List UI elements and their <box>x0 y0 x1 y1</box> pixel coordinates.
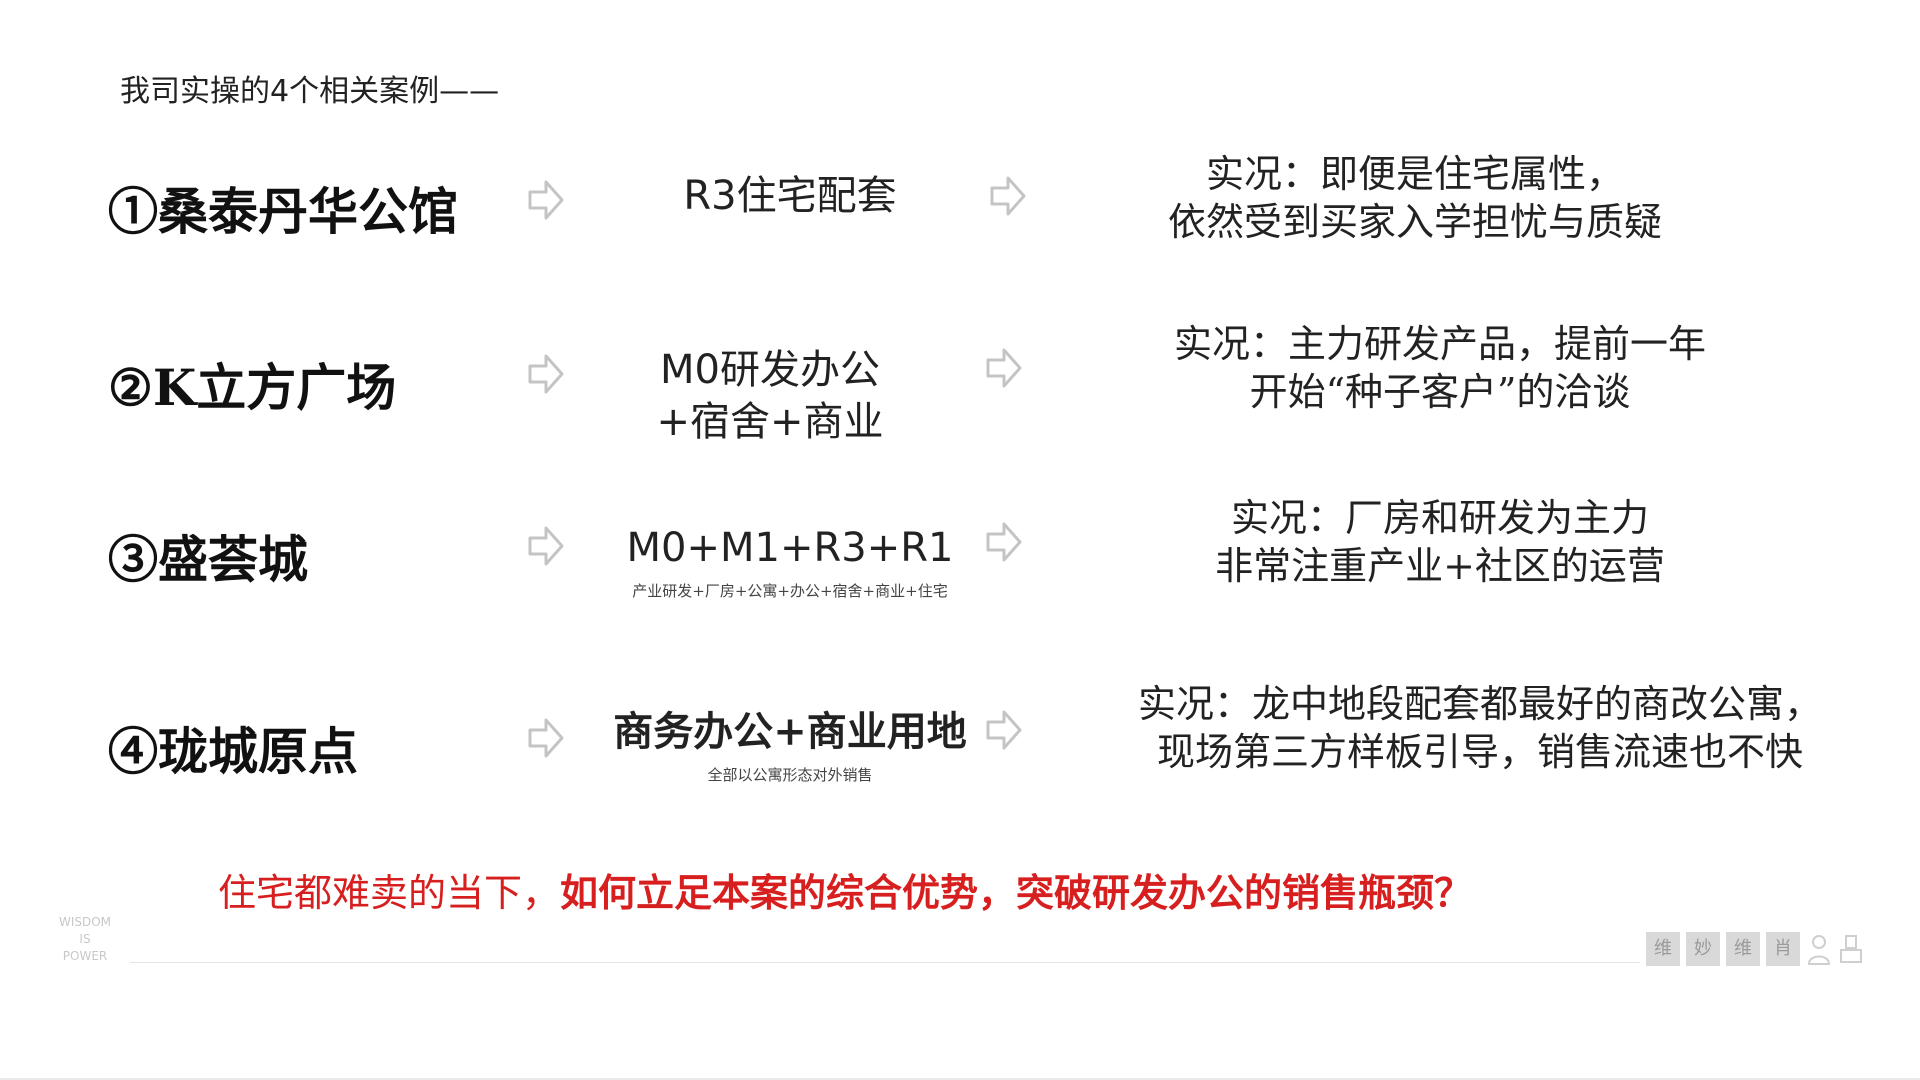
arrow-right-icon <box>528 354 564 394</box>
arrow-right-icon <box>986 522 1022 562</box>
page-title: 我司实操的4个相关案例—— <box>120 74 500 109</box>
logo-char: 维 <box>1726 932 1760 966</box>
land-type: M0研发办公 +宿舍+商业 <box>580 344 960 448</box>
arrow-right-icon <box>528 180 564 220</box>
watermark-line: WISDOM <box>58 915 112 929</box>
arrow-right-icon <box>528 718 564 758</box>
arrow-right-icon <box>986 710 1022 750</box>
situation-line: 实况：即便是住宅属性， <box>1205 152 1624 196</box>
land-type-subtitle: 全部以公寓形态对外销售 <box>707 766 873 784</box>
situation-line: 实况：主力研发产品，提前一年 <box>1173 322 1706 366</box>
situation-line: 非常注重产业+社区的运营 <box>1215 544 1665 588</box>
land-type: R3住宅配套 <box>600 170 980 222</box>
logo-char: 肖 <box>1766 932 1800 966</box>
footer-divider <box>130 962 1640 963</box>
person-icon <box>1807 935 1831 965</box>
situation-line: 开始“种子客户”的洽谈 <box>1249 370 1631 414</box>
arrow-right-icon <box>990 176 1026 216</box>
situation-line: 现场第三方样板引导，销售流速也不快 <box>1156 730 1803 774</box>
conclusion-emphasis: 如何立足本案的综合优势，突破研发办公的销售瓶颈？ <box>560 870 1473 915</box>
arrow-right-icon <box>528 526 564 566</box>
land-type-line: 商务办公+商业用地 <box>613 708 967 755</box>
watermark-line: IS <box>79 932 91 946</box>
slide-bottom-border <box>0 1078 1920 1080</box>
land-type: 商务办公+商业用地 全部以公寓形态对外销售 <box>590 706 990 786</box>
brand-logo: 维 妙 维 肖 <box>1646 932 1864 966</box>
case-row-1: ①桑泰丹华公馆 R3住宅配套 实况：即便是住宅属性， 依然受到买家入学担忧与质疑 <box>0 150 1920 270</box>
land-type-line: M0+M1+R3+R1 <box>626 525 954 571</box>
conclusion-question: 住宅都难卖的当下，如何立足本案的综合优势，突破研发办公的销售瓶颈？ <box>218 862 1472 917</box>
situation-text: 实况：主力研发产品，提前一年 开始“种子客户”的洽谈 <box>1120 320 1760 416</box>
case-name: ③盛荟城 <box>108 530 308 589</box>
land-type-line: M0研发办公 <box>660 347 880 393</box>
situation-text: 实况：厂房和研发为主力 非常注重产业+社区的运营 <box>1140 494 1740 590</box>
logo-char: 妙 <box>1686 932 1720 966</box>
land-type-line: +宿舍+商业 <box>656 399 884 445</box>
watermark-text: WISDOM IS POWER <box>50 914 120 965</box>
stamp-icon <box>1840 935 1862 963</box>
land-type: M0+M1+R3+R1 产业研发+厂房+公寓+办公+宿舍+商业+住宅 <box>600 522 980 602</box>
watermark-line: POWER <box>62 949 108 963</box>
situation-text: 实况：龙中地段配套都最好的商改公寓， 现场第三方样板引导，销售流速也不快 <box>1100 680 1860 776</box>
arrow-right-icon <box>986 348 1022 388</box>
situation-line: 依然受到买家入学担忧与质疑 <box>1167 200 1662 244</box>
land-type-line: R3住宅配套 <box>683 173 897 219</box>
case-name: ②K立方广场 <box>108 358 397 417</box>
situation-text: 实况：即便是住宅属性， 依然受到买家入学担忧与质疑 <box>1110 150 1720 246</box>
land-type-subtitle: 产业研发+厂房+公寓+办公+宿舍+商业+住宅 <box>632 582 948 600</box>
situation-line: 实况：厂房和研发为主力 <box>1230 496 1649 540</box>
case-name: ④珑城原点 <box>108 722 358 781</box>
situation-line: 实况：龙中地段配套都最好的商改公寓， <box>1137 682 1822 726</box>
case-row-2: ②K立方广场 M0研发办公 +宿舍+商业 实况：主力研发产品，提前一年 开始“种… <box>0 320 1920 460</box>
case-row-4: ④珑城原点 商务办公+商业用地 全部以公寓形态对外销售 实况：龙中地段配套都最好… <box>0 676 1920 806</box>
case-name: ①桑泰丹华公馆 <box>108 182 458 241</box>
conclusion-lead: 住宅都难卖的当下， <box>218 871 561 915</box>
logo-char: 维 <box>1646 932 1680 966</box>
case-row-3: ③盛荟城 M0+M1+R3+R1 产业研发+厂房+公寓+办公+宿舍+商业+住宅 … <box>0 494 1920 614</box>
